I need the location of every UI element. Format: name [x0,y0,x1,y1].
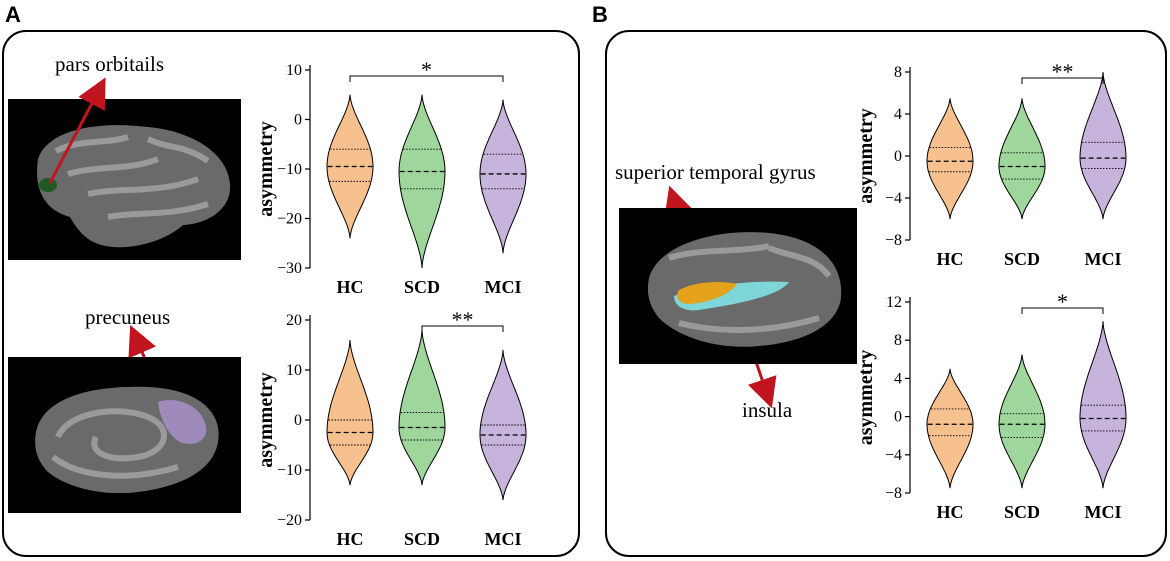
y-tick-label: −30 [277,260,302,277]
y-tick-label: 0 [894,409,902,426]
brain-image-temporal [619,208,857,364]
significance-label: * [421,57,432,82]
x-category-label: HC [337,277,364,297]
brain-image-precuneus [8,357,241,513]
y-tick-label: −4 [885,447,902,464]
y-axis-label: asymmetry [255,372,277,468]
y-tick-label: −10 [277,161,302,178]
y-tick-label: −10 [277,462,302,479]
violin-scd [398,329,446,486]
y-tick-label: 4 [894,370,902,387]
arrow-pars-orbitails [48,77,106,184]
x-category-label: MCI [1085,502,1122,522]
y-tick-label: 10 [286,62,302,79]
label-precuneus: precuneus [85,305,171,329]
x-category-label: HC [337,529,364,549]
panel-letter-a: A [5,2,21,27]
label-insula: insula [742,398,793,422]
significance-bracket [1021,307,1104,314]
y-tick-label: −20 [277,512,302,529]
y-tick-label: 0 [294,112,302,129]
violin-scd [398,94,446,269]
significance-label: ** [1052,59,1074,84]
x-category-label: MCI [1085,249,1122,269]
y-tick-label: 8 [894,332,902,349]
x-category-label: HC [937,249,964,269]
label-superior-temporal-gyrus: superior temporal gyrus [615,160,816,184]
y-tick-label: 20 [286,312,302,329]
y-axis-label: asymmetry [255,121,277,217]
panel-a-frame [2,30,580,557]
panel-letter-b: B [592,2,608,27]
violin-mci [1079,321,1127,489]
brain-image-pars-orbitalis [8,99,241,260]
x-category-label: MCI [485,529,522,549]
x-category-label: MCI [485,277,522,297]
y-tick-label: 4 [894,106,902,123]
significance-bracket [421,325,504,332]
y-tick-label: −20 [277,211,302,228]
violin-hc [926,98,974,220]
x-category-label: SCD [1004,502,1040,522]
panel-b-frame [605,30,1167,557]
x-category-label: SCD [404,529,440,549]
x-category-label: SCD [1004,249,1040,269]
y-tick-label: −8 [885,485,902,502]
violin-scd [998,354,1046,489]
y-tick-label: −4 [885,190,902,207]
y-tick-label: 8 [894,64,902,81]
violin-mci [1079,71,1127,220]
y-tick-label: 10 [286,362,302,379]
x-category-label: SCD [404,277,440,297]
y-axis-label: asymmetry [855,108,877,204]
y-tick-label: −8 [885,232,902,249]
significance-bracket [1021,77,1104,84]
significance-label: ** [452,307,474,332]
y-tick-label: 0 [294,412,302,429]
violin-scd [998,98,1046,220]
y-axis-label: asymmetry [855,350,877,446]
violin-hc [326,94,374,239]
y-tick-label: 0 [894,148,902,165]
violin-hc [326,339,374,486]
label-pars-orbitails: pars orbitails [55,52,165,76]
significance-bracket [349,75,504,82]
significance-label: * [1057,289,1068,314]
violin-mci [479,99,527,254]
x-category-label: HC [937,502,964,522]
violin-hc [926,368,974,489]
y-tick-label: 12 [886,294,902,311]
